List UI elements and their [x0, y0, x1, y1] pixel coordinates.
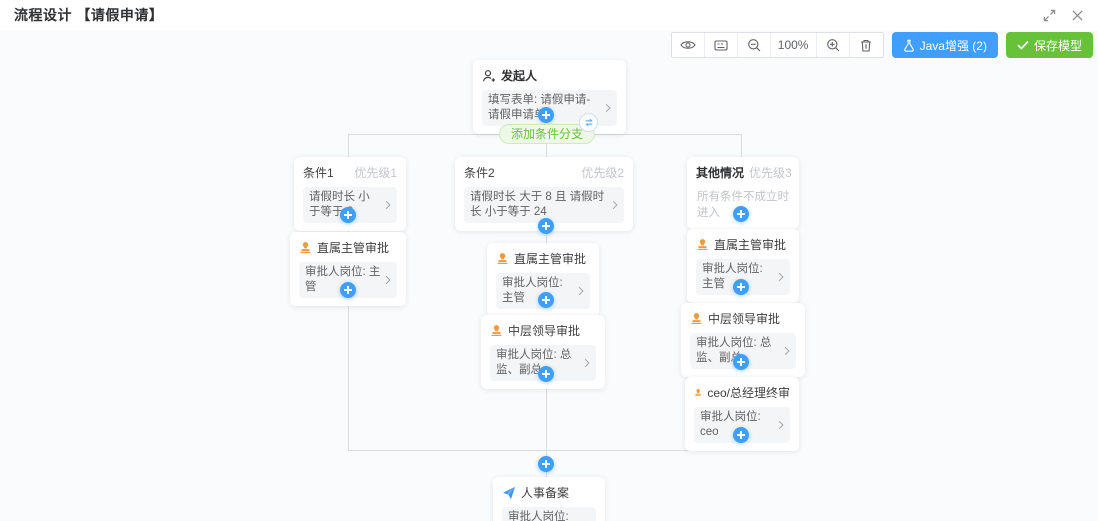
node-condition-2[interactable]: 条件2 优先级2 请假时长 大于 8 且 请假时长 小于等于 24: [455, 157, 633, 231]
node-config-text: 审批人岗位: 总监、副总: [696, 337, 772, 364]
node-config[interactable]: 审批人岗位: 总监、副总: [690, 333, 796, 369]
stamp-icon: [694, 389, 702, 397]
connector-line: [546, 363, 547, 450]
stamp-icon: [697, 239, 708, 250]
node-hr-record[interactable]: 人事备案 审批人岗位: 人事: [493, 477, 605, 521]
node-title: 人事备案: [521, 486, 570, 500]
node-config[interactable]: 审批人岗位: 主管: [299, 262, 397, 298]
add-node-button[interactable]: [538, 456, 554, 472]
flask-icon: [903, 39, 914, 52]
node-title: 直属主管审批: [317, 241, 390, 255]
node-condition-1[interactable]: 条件1 优先级1 请假时长 小于等于 8: [294, 157, 406, 231]
connector-line: [741, 134, 742, 157]
add-node-button[interactable]: [538, 107, 554, 123]
node-config-text: 审批人岗位: 主管: [702, 263, 763, 290]
save-model-label: 保存模型: [1033, 38, 1082, 53]
add-node-button[interactable]: [538, 218, 554, 234]
node-config-text: 审批人岗位: 主管: [502, 277, 563, 304]
stamp-icon: [497, 253, 508, 264]
stamp-icon: [300, 242, 311, 253]
delete-trash-icon[interactable]: [850, 33, 883, 57]
zoom-in-icon[interactable]: [817, 33, 850, 57]
node-title: 中层领导审批: [508, 324, 581, 338]
add-node-button[interactable]: [538, 366, 554, 382]
zoom-out-icon[interactable]: [738, 33, 771, 57]
paper-plane-icon: [502, 486, 516, 499]
node-approval-ceo[interactable]: ceo/总经理终审 审批人岗位: ceo: [685, 377, 799, 451]
node-title: 直属主管审批: [514, 252, 587, 266]
node-config-text: 审批人岗位: 主管: [305, 266, 381, 293]
page-title: 流程设计 【请假申请】: [14, 7, 164, 23]
node-config[interactable]: 审批人岗位: 人事: [502, 507, 596, 521]
preview-eye-icon[interactable]: [672, 33, 705, 57]
add-node-button[interactable]: [733, 354, 749, 370]
chevron-right-icon: [584, 358, 590, 368]
add-node-button[interactable]: [340, 282, 356, 298]
page-header: 流程设计 【请假申请】: [0, 0, 1098, 30]
minimap-icon[interactable]: [705, 33, 738, 57]
connector-line: [348, 134, 349, 157]
chevron-right-icon: [612, 200, 618, 210]
node-title: 其他情况: [696, 166, 745, 180]
add-node-button[interactable]: [340, 207, 356, 223]
user-add-icon: [483, 69, 495, 82]
node-approval-right-leadership[interactable]: 中层领导审批 审批人岗位: 总监、副总: [681, 303, 805, 377]
node-config-text: 审批人岗位: ceo: [700, 411, 761, 438]
chevron-right-icon: [784, 346, 790, 356]
chevron-right-icon: [778, 420, 784, 430]
close-icon[interactable]: [1070, 8, 1084, 22]
priority-label: 优先级2: [581, 166, 624, 180]
add-branch-button[interactable]: 添加条件分支: [498, 124, 596, 144]
chevron-right-icon: [385, 275, 391, 285]
toolbar-group: 100%: [670, 32, 884, 58]
fullscreen-icon[interactable]: [1042, 8, 1056, 22]
node-config-text: 所有条件不成立时进入: [697, 191, 789, 219]
node-title: ceo/总经理终审: [707, 386, 790, 400]
check-icon: [1017, 40, 1029, 50]
add-node-button[interactable]: [538, 292, 554, 308]
canvas-toolbar: 100% Java增强 (2) 保存模型: [670, 32, 1093, 58]
java-enhance-button[interactable]: Java增强 (2): [891, 32, 998, 58]
connector-line: [546, 134, 547, 157]
save-model-button[interactable]: 保存模型: [1005, 32, 1093, 58]
priority-label: 优先级3: [749, 166, 792, 180]
node-title: 条件1: [303, 166, 334, 180]
zoom-level: 100%: [771, 33, 817, 57]
priority-label: 优先级1: [354, 166, 397, 180]
node-config-text: 审批人岗位: 人事: [508, 511, 569, 521]
node-config-text: 请假时长 大于 8 且 请假时长 小于等于 24: [470, 191, 605, 218]
node-title: 中层领导审批: [708, 312, 781, 326]
chevron-right-icon: [385, 200, 391, 210]
add-node-button[interactable]: [733, 206, 749, 222]
stamp-icon: [691, 313, 702, 324]
node-config-text: 审批人岗位: 总监、副总: [496, 349, 572, 376]
connector-line: [348, 278, 349, 450]
chevron-right-icon: [578, 286, 584, 296]
node-config-text: 填写表单: 请假申请-请假申请单: [488, 94, 591, 121]
node-approval-left-supervisor[interactable]: 直属主管审批 审批人岗位: 主管: [290, 232, 406, 306]
node-title: 发起人: [501, 69, 538, 83]
add-node-button[interactable]: [733, 427, 749, 443]
java-enhance-label: Java增强 (2): [919, 38, 987, 53]
node-title: 直属主管审批: [714, 238, 787, 252]
swap-branch-icon[interactable]: [579, 113, 598, 132]
node-initiator[interactable]: 发起人 填写表单: 请假申请-请假申请单: [473, 60, 626, 134]
stamp-icon: [491, 325, 502, 336]
connector-line: [348, 450, 742, 451]
node-config[interactable]: 请假时长 大于 8 且 请假时长 小于等于 24: [464, 187, 624, 223]
chevron-right-icon: [605, 103, 611, 113]
node-title: 条件2: [464, 166, 495, 180]
add-node-button[interactable]: [733, 279, 749, 295]
chevron-right-icon: [778, 272, 784, 282]
